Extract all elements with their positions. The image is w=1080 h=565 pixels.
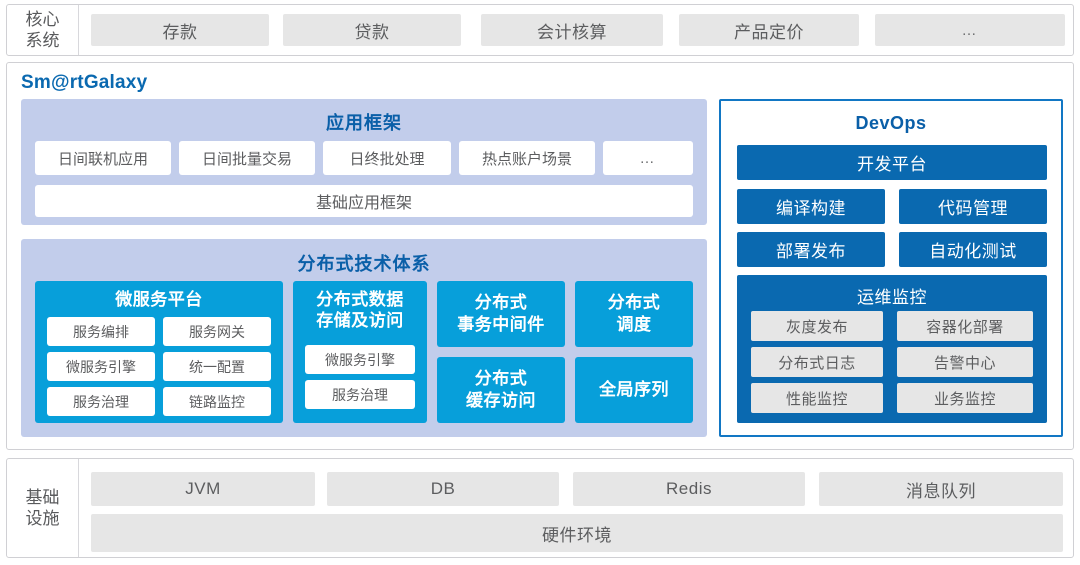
app-framework-item-daytime-online[interactable]: 日间联机应用 xyxy=(35,141,171,175)
devops-tile-automated-testing[interactable]: 自动化测试 xyxy=(899,232,1047,267)
microservice-item-governance[interactable]: 服务治理 xyxy=(47,387,155,416)
distributed-cache-access-tile[interactable]: 分布式 缓存访问 xyxy=(437,357,565,423)
infrastructure-panel: 基础 设施 JVM DB Redis 消息队列 硬件环境 xyxy=(6,458,1074,558)
infrastructure-item-db[interactable]: DB xyxy=(327,472,559,506)
ops-monitoring-item-alert-center[interactable]: 告警中心 xyxy=(897,347,1033,377)
app-framework-item-more[interactable]: … xyxy=(603,141,693,175)
core-system-item-deposit[interactable]: 存款 xyxy=(91,14,269,46)
application-framework-title: 应用框架 xyxy=(326,113,402,133)
devops-title: DevOps xyxy=(855,113,927,133)
distributed-tech-box: 分布式技术体系 微服务平台 服务编排 服务网关 微服务引擎 统一配置 服务治理 … xyxy=(21,239,707,437)
ops-monitoring-title: 运维监控 xyxy=(857,288,927,307)
distributed-data-store-title: 分布式数据 存储及访问 xyxy=(316,290,404,330)
app-framework-item-daytime-batch[interactable]: 日间批量交易 xyxy=(179,141,315,175)
smartgalaxy-title: Sm@rtGalaxy xyxy=(21,72,148,93)
data-store-item-engine[interactable]: 微服务引擎 xyxy=(305,345,415,374)
ops-monitoring-item-business-monitoring[interactable]: 业务监控 xyxy=(897,383,1033,413)
microservice-item-engine[interactable]: 微服务引擎 xyxy=(47,352,155,381)
infrastructure-label: 基础 设施 xyxy=(7,459,79,557)
distributed-data-store-tile: 分布式数据 存储及访问 微服务引擎 服务治理 xyxy=(293,281,427,423)
distributed-tech-title: 分布式技术体系 xyxy=(297,254,431,274)
microservice-item-trace-monitor[interactable]: 链路监控 xyxy=(163,387,271,416)
ops-monitoring-item-performance-monitoring[interactable]: 性能监控 xyxy=(751,383,883,413)
app-framework-item-hot-account[interactable]: 热点账户场景 xyxy=(459,141,595,175)
distributed-transaction-middleware-tile[interactable]: 分布式 事务中间件 xyxy=(437,281,565,347)
core-system-item-loan[interactable]: 贷款 xyxy=(283,14,461,46)
core-system-label: 核心 系统 xyxy=(7,5,79,55)
application-framework-box: 应用框架 日间联机应用 日间批量交易 日终批处理 热点账户场景 … 基础应用框架 xyxy=(21,99,707,225)
ops-monitoring-box: 运维监控 灰度发布 容器化部署 分布式日志 告警中心 性能监控 业务监控 xyxy=(737,275,1047,423)
microservice-item-orchestration[interactable]: 服务编排 xyxy=(47,317,155,346)
ops-monitoring-item-containerized-deployment[interactable]: 容器化部署 xyxy=(897,311,1033,341)
core-system-item-accounting[interactable]: 会计核算 xyxy=(481,14,663,46)
microservice-platform-tile: 微服务平台 服务编排 服务网关 微服务引擎 统一配置 服务治理 链路监控 xyxy=(35,281,283,423)
distributed-scheduling-tile[interactable]: 分布式 调度 xyxy=(575,281,693,347)
devops-development-platform[interactable]: 开发平台 xyxy=(737,145,1047,180)
infrastructure-item-redis[interactable]: Redis xyxy=(573,472,805,506)
ops-monitoring-item-canary-release[interactable]: 灰度发布 xyxy=(751,311,883,341)
app-framework-base[interactable]: 基础应用框架 xyxy=(35,185,693,217)
smartgalaxy-panel: Sm@rtGalaxy 应用框架 日间联机应用 日间批量交易 日终批处理 热点账… xyxy=(6,62,1074,450)
app-framework-item-eod-batch[interactable]: 日终批处理 xyxy=(323,141,451,175)
devops-panel: DevOps 开发平台 编译构建 代码管理 部署发布 自动化测试 运维监控 灰度… xyxy=(719,99,1063,437)
devops-tile-build[interactable]: 编译构建 xyxy=(737,189,885,224)
infrastructure-item-message-queue[interactable]: 消息队列 xyxy=(819,472,1063,506)
infrastructure-item-jvm[interactable]: JVM xyxy=(91,472,315,506)
global-sequence-tile[interactable]: 全局序列 xyxy=(575,357,693,423)
core-system-item-more[interactable]: … xyxy=(875,14,1065,46)
microservice-item-unified-config[interactable]: 统一配置 xyxy=(163,352,271,381)
devops-tile-code-management[interactable]: 代码管理 xyxy=(899,189,1047,224)
devops-tile-deployment[interactable]: 部署发布 xyxy=(737,232,885,267)
core-system-panel: 核心 系统 存款 贷款 会计核算 产品定价 … xyxy=(6,4,1074,56)
microservice-platform-title: 微服务平台 xyxy=(115,290,203,309)
infrastructure-hardware-environment[interactable]: 硬件环境 xyxy=(91,514,1063,552)
core-system-item-pricing[interactable]: 产品定价 xyxy=(679,14,859,46)
data-store-item-governance[interactable]: 服务治理 xyxy=(305,380,415,409)
microservice-item-gateway[interactable]: 服务网关 xyxy=(163,317,271,346)
ops-monitoring-item-distributed-logging[interactable]: 分布式日志 xyxy=(751,347,883,377)
